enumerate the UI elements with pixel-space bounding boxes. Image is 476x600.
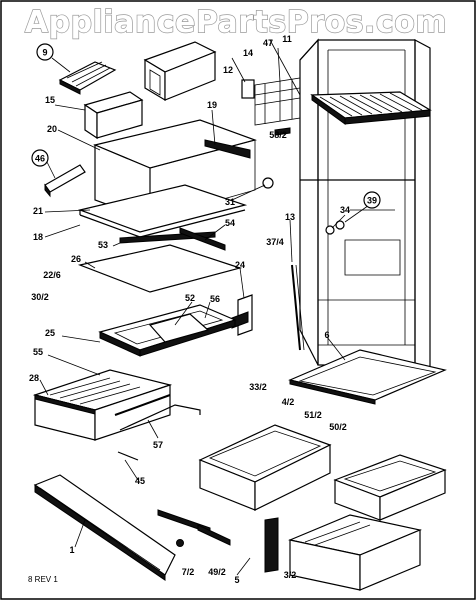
part-13-rail — [291, 264, 301, 351]
label-31: 31 — [225, 197, 235, 207]
label-37-4: 37/4 — [266, 237, 284, 247]
svg-text:49/2: 49/2 — [208, 567, 226, 577]
freezer-bin — [83, 91, 144, 140]
svg-text:51/2: 51/2 — [304, 410, 322, 420]
ice-tray-rack — [254, 77, 301, 126]
labels: 9 15 20 46 21 18 19 54 53 26 24 52 56 25… — [29, 34, 381, 585]
label-9: 9 — [42, 48, 47, 58]
label-47: 47 — [263, 38, 273, 48]
part-1-screw — [176, 539, 184, 547]
crisper-frame — [98, 304, 237, 357]
label-15: 15 — [45, 95, 55, 105]
label-28: 28 — [29, 373, 39, 383]
freezer-wire-shelf — [310, 91, 432, 125]
part-24-bracket — [231, 294, 253, 336]
label-14: 14 — [243, 48, 253, 58]
label-24: 24 — [235, 260, 245, 270]
label-12: 12 — [223, 65, 233, 75]
svg-text:50/2: 50/2 — [329, 422, 347, 432]
svg-text:58/2: 58/2 — [269, 130, 287, 140]
part-5-strip — [264, 517, 279, 573]
label-7-2: 7/2 — [182, 567, 195, 577]
label-52: 52 — [185, 293, 195, 303]
part-31-bulb — [262, 177, 274, 189]
part-58-clip — [274, 127, 291, 136]
label-54: 54 — [225, 218, 235, 228]
part-54-rail — [179, 227, 226, 251]
crisper-drawer-left — [32, 369, 173, 441]
pan-right — [333, 454, 447, 521]
part-12-bracket — [241, 79, 255, 99]
label-4-2: 4/2 — [282, 397, 295, 407]
ice-bucket — [143, 41, 217, 102]
label-22-6: 22/6 — [43, 270, 61, 280]
svg-text:4/2: 4/2 — [282, 397, 295, 407]
label-20: 20 — [47, 124, 57, 134]
label-56: 56 — [210, 294, 220, 304]
label-18: 18 — [33, 232, 43, 242]
label-45: 45 — [135, 476, 145, 486]
label-6: 6 — [324, 330, 329, 340]
label-1: 1 — [69, 545, 74, 555]
crisper-front-panel — [33, 474, 176, 581]
refrigerator-cabinet — [299, 38, 431, 373]
label-11: 11 — [282, 34, 292, 44]
label-46: 46 — [35, 154, 45, 164]
part-49-strip — [197, 524, 231, 546]
label-57: 57 — [153, 440, 163, 450]
revision-note: 8 REV 1 — [28, 575, 58, 584]
label-33-2: 33/2 — [249, 382, 267, 392]
svg-text:30/2: 30/2 — [31, 292, 49, 302]
label-13: 13 — [285, 212, 295, 222]
part-39-screw — [335, 220, 345, 230]
label-5: 5 — [234, 575, 239, 585]
meat-drawer — [287, 514, 423, 591]
part-45-clip — [117, 451, 139, 461]
label-49-2: 49/2 — [208, 567, 226, 577]
svg-text:7/2: 7/2 — [182, 567, 195, 577]
label-26: 26 — [71, 254, 81, 264]
ice-cube-tray — [58, 61, 117, 95]
label-55: 55 — [33, 347, 43, 357]
label-30-2: 30/2 — [31, 292, 49, 302]
svg-text:22/6: 22/6 — [43, 270, 61, 280]
label-51-2: 51/2 — [304, 410, 322, 420]
part-57-rail — [119, 404, 201, 431]
label-3-2: 3/2 — [284, 570, 297, 580]
label-19: 19 — [207, 100, 217, 110]
crisper-cover-glass — [77, 244, 243, 293]
svg-text:3/2: 3/2 — [284, 570, 297, 580]
svg-text:33/2: 33/2 — [249, 382, 267, 392]
label-21: 21 — [33, 206, 43, 216]
label-53: 53 — [98, 240, 108, 250]
label-58-2: 58/2 — [269, 130, 287, 140]
glass-shelf-lower — [288, 349, 447, 401]
svg-text:37/4: 37/4 — [266, 237, 284, 247]
label-34: 34 — [340, 205, 350, 215]
label-39: 39 — [367, 196, 377, 206]
part-46-cover — [44, 164, 86, 198]
part-57-slide — [114, 394, 171, 416]
label-25: 25 — [45, 328, 55, 338]
label-50-2: 50/2 — [329, 422, 347, 432]
glass-shelf-upper — [77, 119, 257, 238]
watermark-text: AppliancePartsPros.com — [25, 5, 447, 40]
pan-middle — [198, 424, 332, 511]
